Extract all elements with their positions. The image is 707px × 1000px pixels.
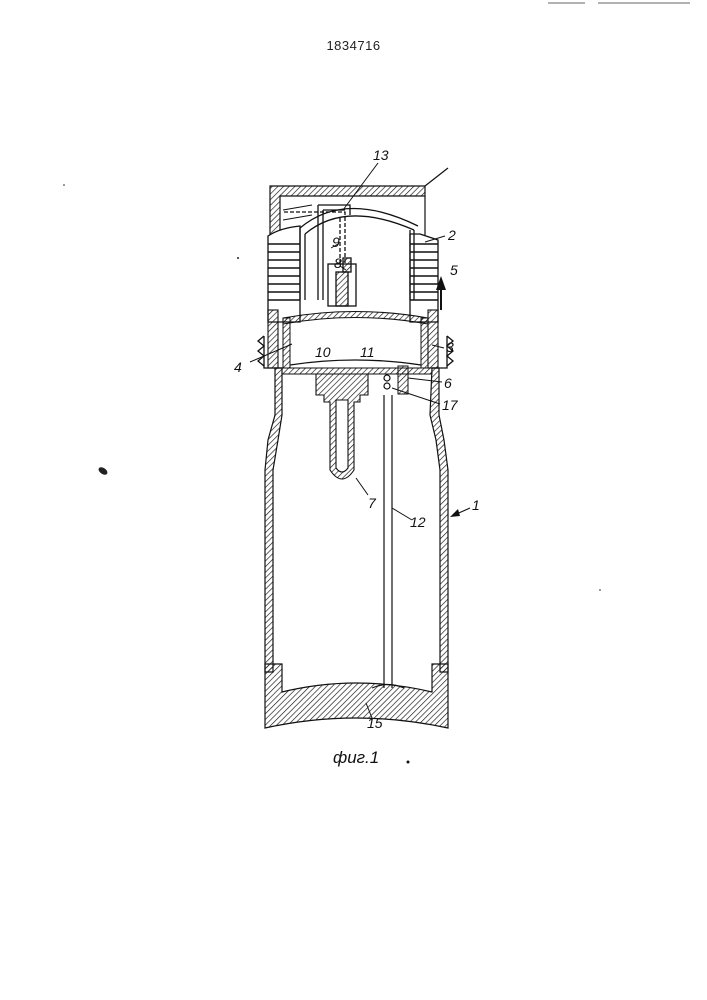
label-15: 15: [367, 715, 383, 731]
actuator-head: [284, 205, 418, 306]
label-9: 9: [332, 234, 340, 250]
label-7: 7: [368, 495, 377, 511]
label-1-arrow: [450, 508, 470, 517]
caption-dot: [407, 761, 410, 764]
label-6: 6: [444, 375, 452, 391]
label-3: 3: [446, 339, 454, 355]
dip-u-tube: [316, 374, 368, 479]
label-13: 13: [373, 147, 389, 163]
label-10: 10: [315, 344, 331, 360]
figure-caption: фиг.1: [333, 748, 379, 767]
label-11: 11: [360, 344, 375, 360]
label-4: 4: [234, 359, 242, 375]
label-17: 17: [442, 397, 459, 413]
label-1: 1: [472, 497, 480, 513]
label-12: 12: [410, 514, 426, 530]
ribbed-collar: [268, 226, 438, 368]
label-8: 8: [334, 255, 342, 271]
overcap: [270, 168, 448, 235]
label-2: 2: [447, 227, 456, 243]
bottle-body: [265, 368, 448, 728]
label-5: 5: [450, 262, 458, 278]
suction-tube: [372, 395, 404, 688]
